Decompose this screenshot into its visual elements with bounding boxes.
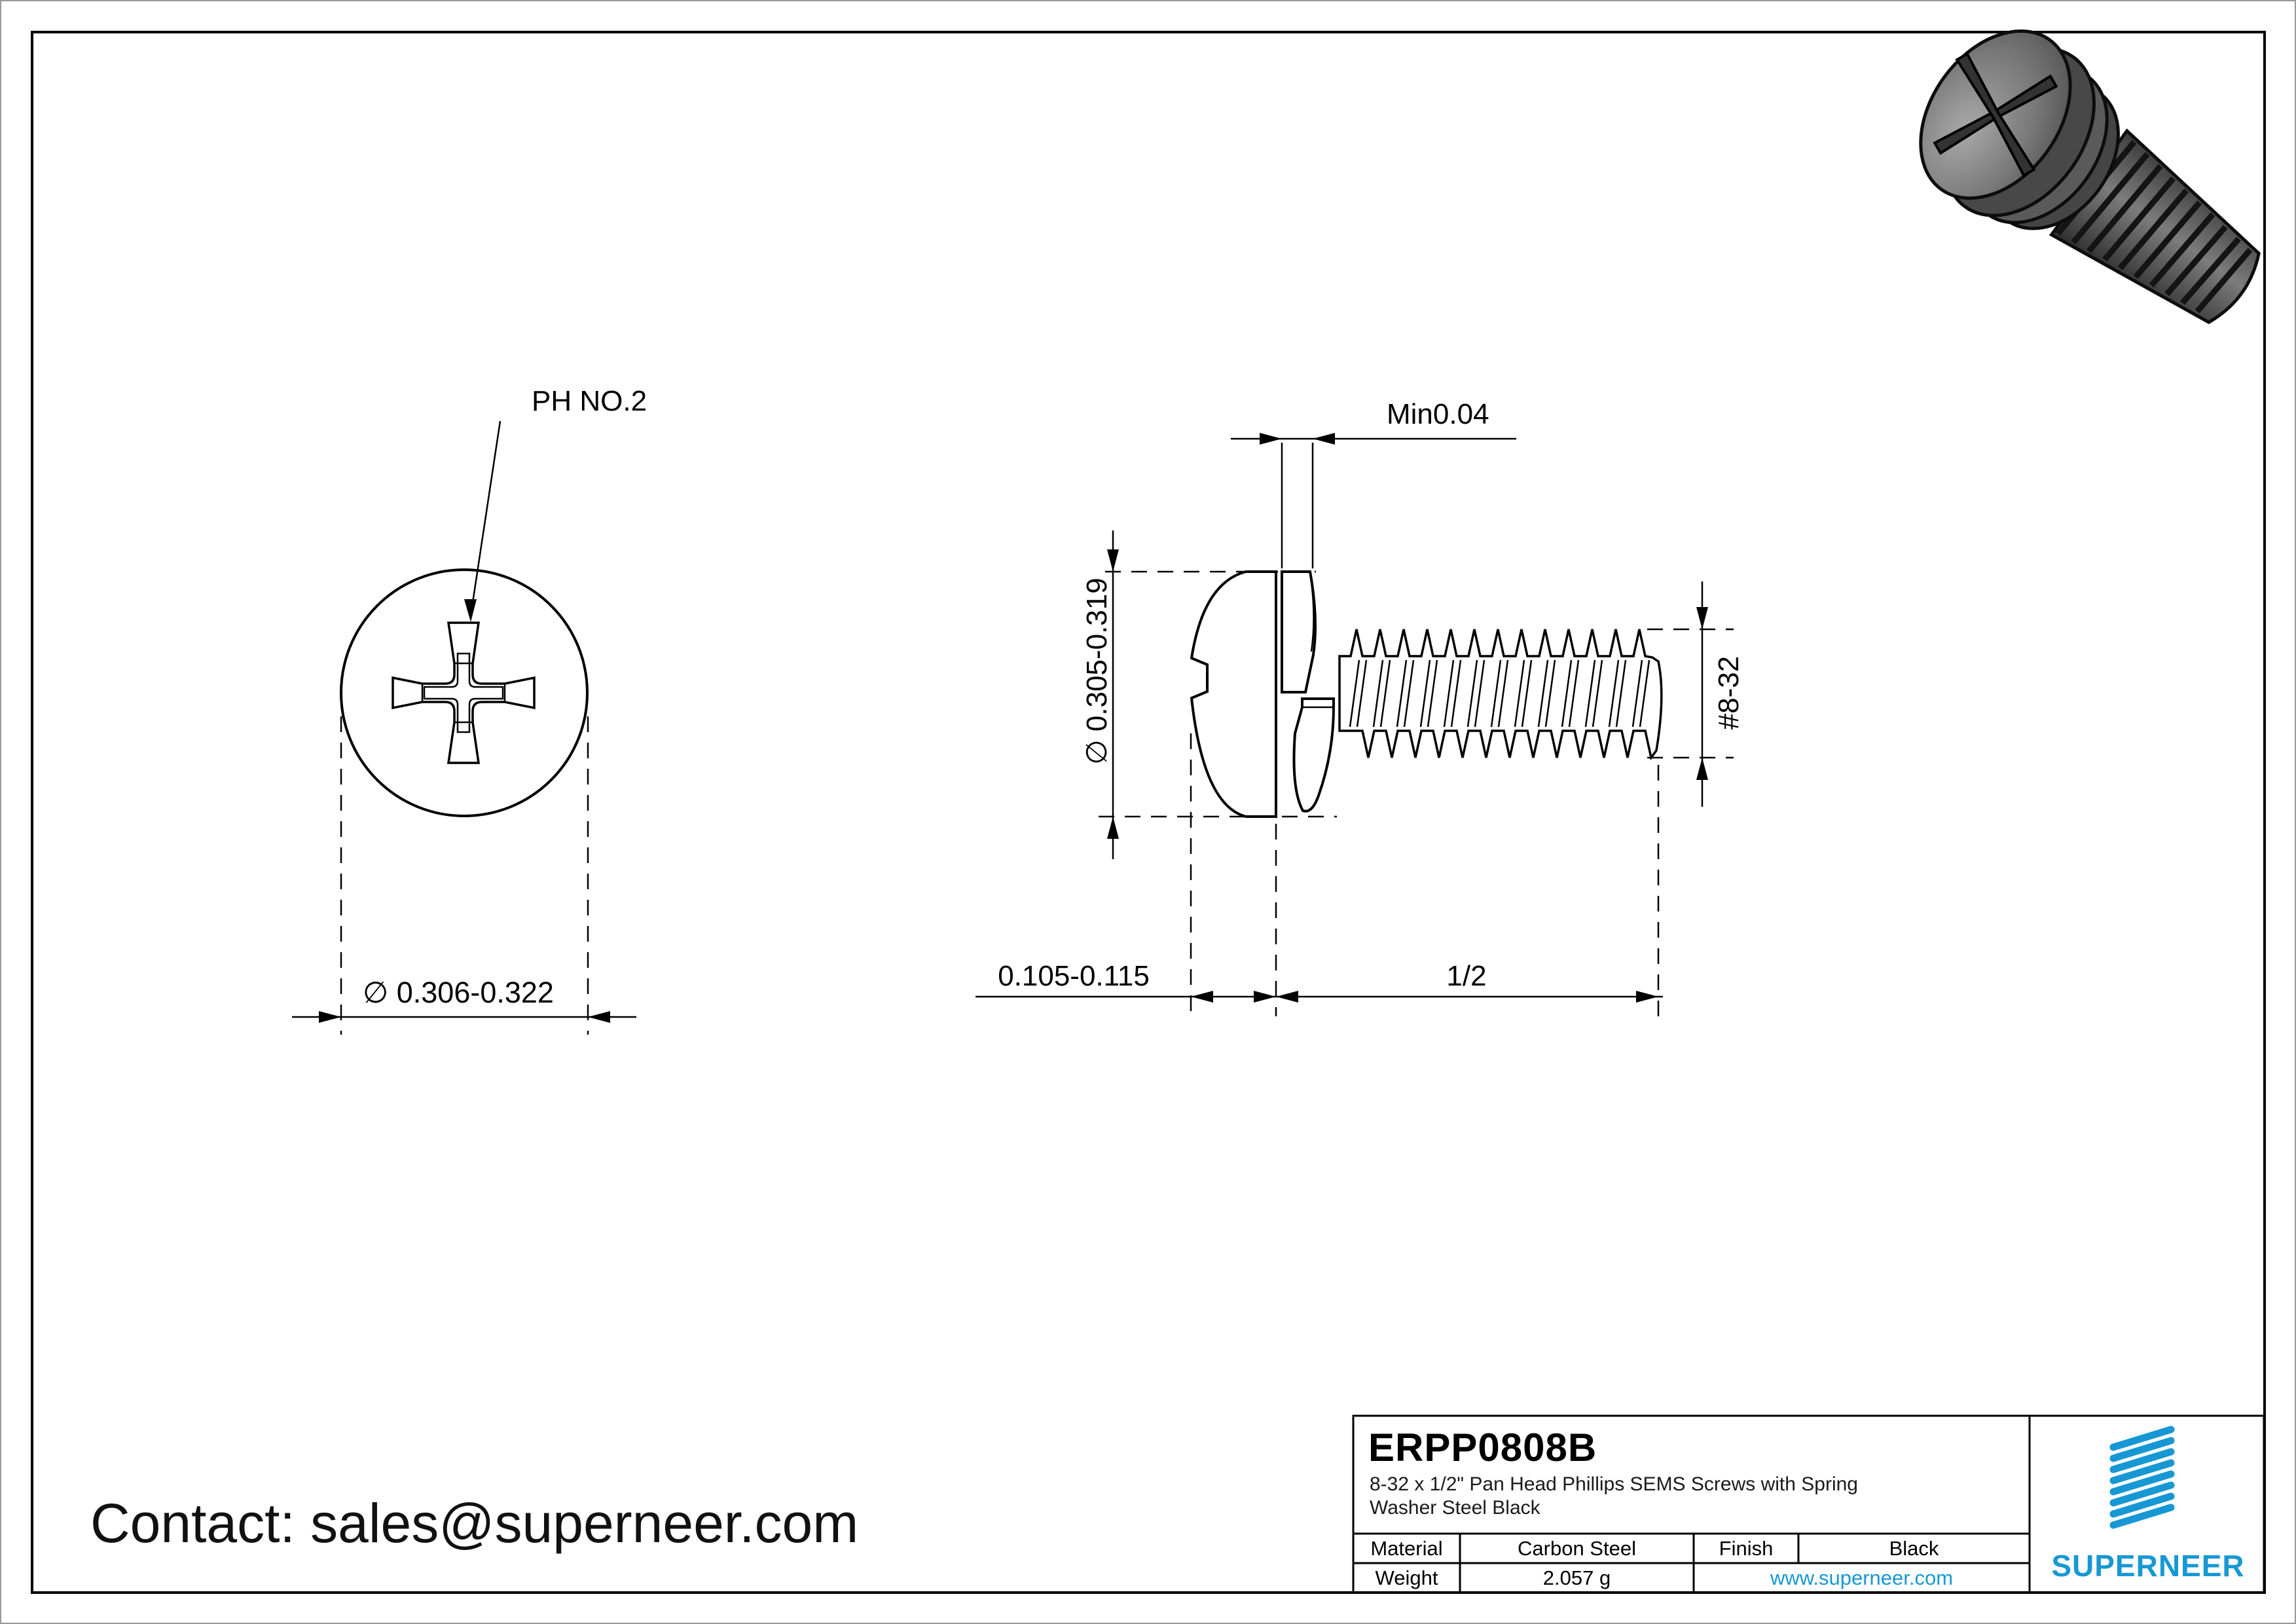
title-block-border	[1352, 1414, 2265, 1594]
side-head-diameter-label: ∅ 0.305-0.319	[1081, 578, 1113, 765]
part-description-line1: 8-32 x 1/2" Pan Head Phillips SEMS Screw…	[1370, 1473, 1858, 1495]
spring-washer-front-leaf	[1281, 570, 1317, 693]
bottom-dim-arrows	[1191, 991, 1658, 1003]
material-value: Carbon Steel	[1518, 1536, 1636, 1560]
phillips-recess-label: PH NO.2	[532, 385, 647, 417]
phillips-tip-lines	[421, 662, 506, 724]
washer-dim-arrows	[1260, 433, 1335, 445]
website-link[interactable]: www.superneer.com	[1770, 1566, 1954, 1589]
head-outline-circle	[340, 568, 589, 817]
weight-value: 2.057 g	[1542, 1566, 1611, 1589]
pan-head-profile	[1190, 570, 1277, 818]
side-view-drawing	[975, 433, 1734, 1016]
washer-thickness-label: Min0.04	[1387, 398, 1489, 430]
screw-3d-render	[1919, 29, 2261, 325]
head-dia-dashed-lines	[1099, 570, 1337, 818]
washer-extension-lines	[1281, 443, 1314, 568]
contact-email-text: Contact: sales@superneer.com	[90, 1492, 859, 1554]
thread-length-label: 1/2	[1446, 960, 1487, 992]
page-border-frame	[31, 31, 2266, 1594]
thread-size-label: #8-32	[1713, 655, 1745, 730]
threaded-shank-outline	[1338, 629, 1663, 761]
render-phillips-cross	[1933, 52, 2058, 177]
front-head-diameter-label: ∅ 0.306-0.322	[363, 976, 554, 1009]
ph-leader-line	[469, 420, 501, 616]
part-description-line2: Washer Steel Black	[1370, 1497, 1540, 1519]
material-label: Material	[1370, 1536, 1443, 1560]
superneer-brand-text: SUPERNEER	[2051, 1549, 2245, 1583]
front-view-drawing	[292, 420, 636, 1035]
front-extension-lines	[340, 716, 589, 1035]
row-divider-lines	[1353, 1532, 2030, 1564]
bottom-dashed-lines	[1190, 733, 1660, 1016]
title-block-grid	[1352, 1414, 2265, 1594]
column-divider-lines	[1459, 1534, 1800, 1593]
finish-value: Black	[1889, 1536, 1939, 1560]
thread-dashed-lines	[1647, 628, 1734, 759]
weight-label: Weight	[1375, 1566, 1438, 1589]
phillips-recess-inner	[423, 652, 504, 733]
phillips-recess-outline	[392, 621, 536, 764]
head-height-label: 0.105-0.115	[998, 960, 1150, 992]
superneer-logo-icon	[2109, 1426, 2175, 1529]
spring-washer-back-leaf	[1292, 697, 1335, 813]
thread-flank-lines	[1349, 659, 1650, 728]
finish-label: Finish	[1719, 1536, 1774, 1560]
ph-leader-arrow	[464, 599, 477, 622]
part-number: ERPP0808B	[1368, 1426, 1597, 1469]
spring-washer-front-edge	[1309, 571, 1315, 652]
